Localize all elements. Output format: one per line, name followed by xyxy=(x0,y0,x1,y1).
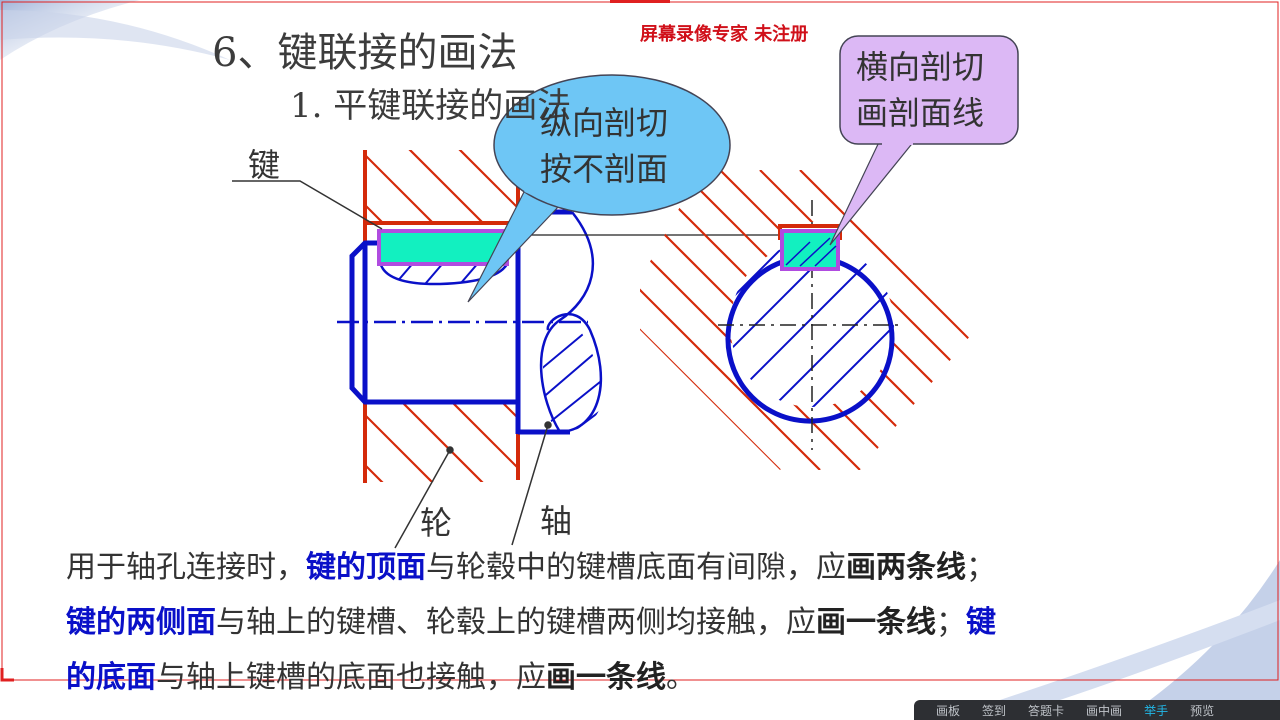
callout-transverse xyxy=(839,35,1019,145)
toolbar-picture-in-picture[interactable]: 画中画 xyxy=(1086,703,1123,718)
callout-transverse-text: 横向剖切 画剖面线 xyxy=(856,48,985,132)
page-subtitle: 1. 平键联接的画法 xyxy=(290,86,572,126)
hub-hatching xyxy=(365,150,518,482)
bottom-toolbar: 画板 签到 答题卡 画中画 举手 预览 xyxy=(914,700,1280,720)
callout-longitudinal xyxy=(493,74,731,216)
label-shaft: 轴 xyxy=(540,502,573,540)
toolbar-whiteboard[interactable]: 画板 xyxy=(936,703,961,718)
hub-outline xyxy=(363,150,520,483)
leader-lines xyxy=(232,180,552,549)
shaft-section-outline xyxy=(725,259,895,424)
watermark: 屏幕录像专家 未注册 xyxy=(640,24,809,45)
callout-longitudinal-text: 纵向剖切 按不剖面 xyxy=(540,104,669,188)
body-line-2: 键的两侧面与轴上的键槽、轮毂上的键槽两侧均接触，应画一条线；键 xyxy=(66,605,996,640)
page-title: 6、键联接的画法 xyxy=(212,30,518,76)
toolbar-preview[interactable]: 预览 xyxy=(1190,703,1215,718)
decor-swoosh xyxy=(1150,560,1280,700)
toolbar-checkin[interactable]: 签到 xyxy=(982,703,1007,718)
key-longitudinal xyxy=(377,229,509,266)
label-key: 键 xyxy=(248,146,281,184)
key-section xyxy=(780,229,840,271)
label-hub: 轮 xyxy=(420,504,453,542)
toolbar-answer-card[interactable]: 答题卡 xyxy=(1028,703,1065,718)
body-line-1: 用于轴孔连接时，键的顶面与轮毂中的键槽底面有间隙，应画两条线； xyxy=(66,550,996,585)
body-line-3: 的底面与轴上键槽的底面也接触，应画一条线。 xyxy=(66,660,696,695)
toolbar-raise-hand[interactable]: 举手 xyxy=(1144,703,1169,718)
